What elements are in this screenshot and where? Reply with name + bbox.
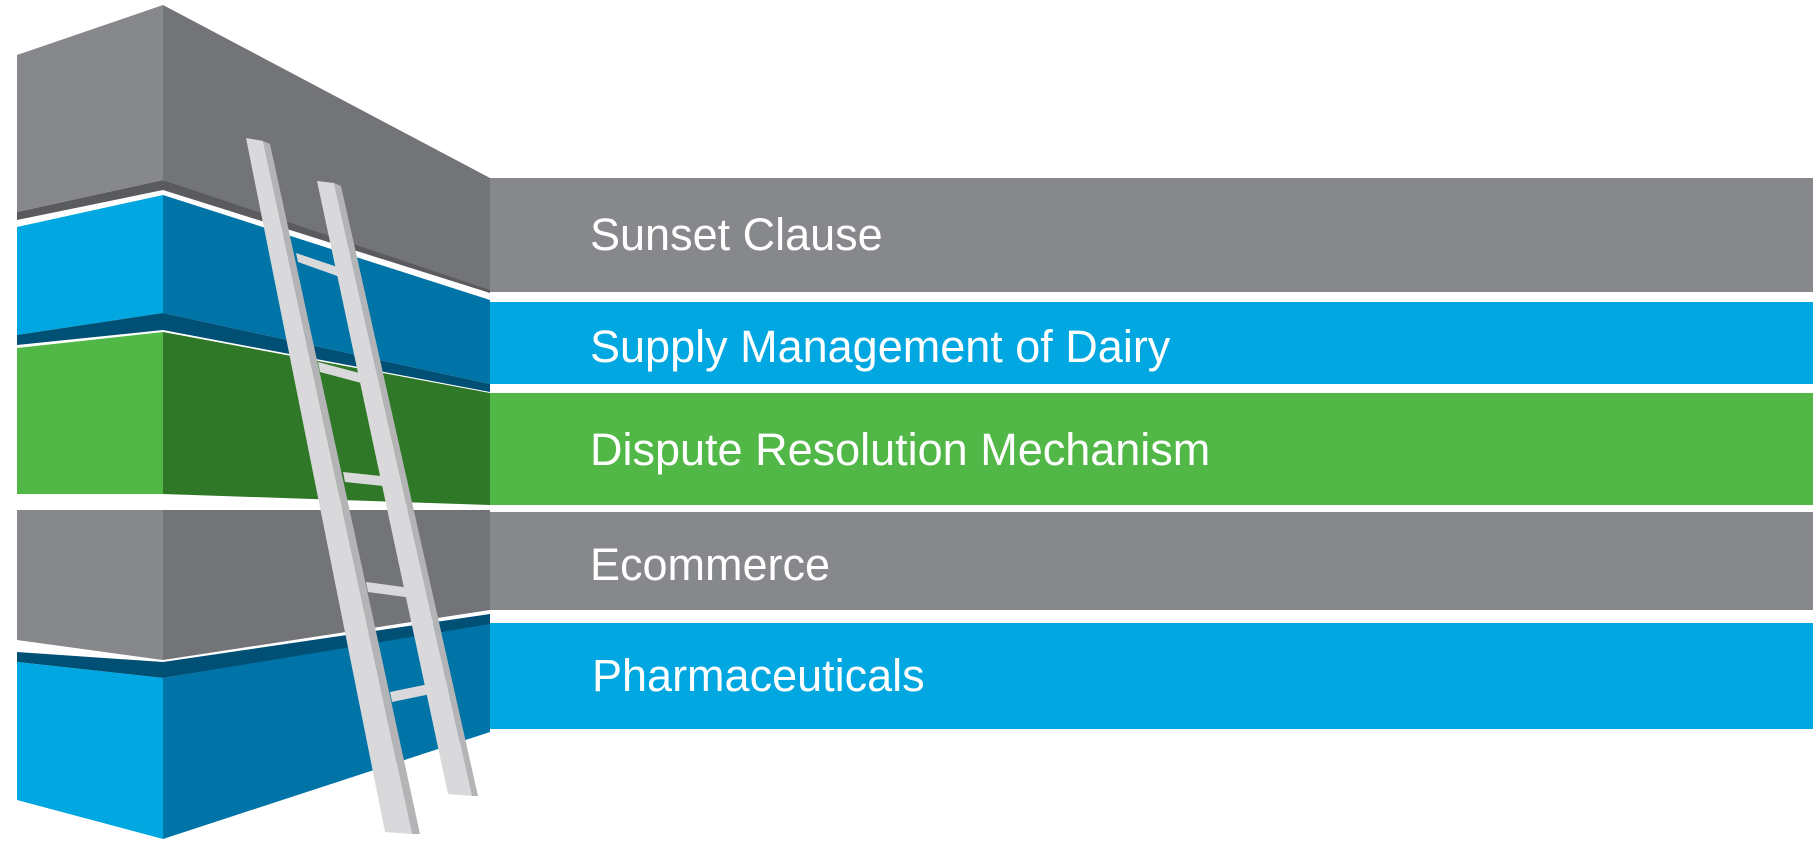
bar-2 (490, 302, 1813, 384)
ladder-right-rail-shadow (334, 183, 478, 796)
wall-layer-5 (17, 614, 1813, 839)
bar-1 (490, 178, 1813, 292)
wall-layer-1-side-face (163, 5, 490, 290)
bar-5 (490, 623, 1813, 729)
wall-layer-5-side-face (163, 624, 490, 839)
bar-3 (490, 393, 1813, 505)
layer-label-dispute-resolution-mechanism: Dispute Resolution Mechanism (590, 424, 1211, 475)
wall-layer-5-front-face (17, 662, 163, 839)
layer-label-supply-management-of-dairy: Supply Management of Dairy (590, 321, 1171, 372)
wall-layer-1 (17, 5, 1813, 293)
wall-layer-2-front-face (17, 195, 163, 335)
layer-label-sunset-clause: Sunset Clause (590, 209, 883, 260)
layer-label-ecommerce: Ecommerce (590, 539, 831, 590)
ladder-icon (246, 138, 478, 834)
wall-layer-4-front-face (17, 510, 163, 660)
ladder-right-rail (317, 181, 472, 796)
wall-layer-2 (17, 195, 1813, 392)
wall-layer-2-side-face (163, 195, 490, 384)
bar-4 (490, 512, 1813, 610)
wall-layer-5-top-edge (17, 614, 490, 678)
ladder-left-rail-shadow (263, 141, 420, 834)
wall-layer-1-front-face (17, 5, 163, 212)
ladder-left-rail (246, 138, 412, 834)
layer-label-pharmaceuticals: Pharmaceuticals (592, 650, 925, 701)
wall-layer-3-front-face (17, 332, 163, 494)
wall-layer-2-bottom-edge (17, 313, 490, 392)
